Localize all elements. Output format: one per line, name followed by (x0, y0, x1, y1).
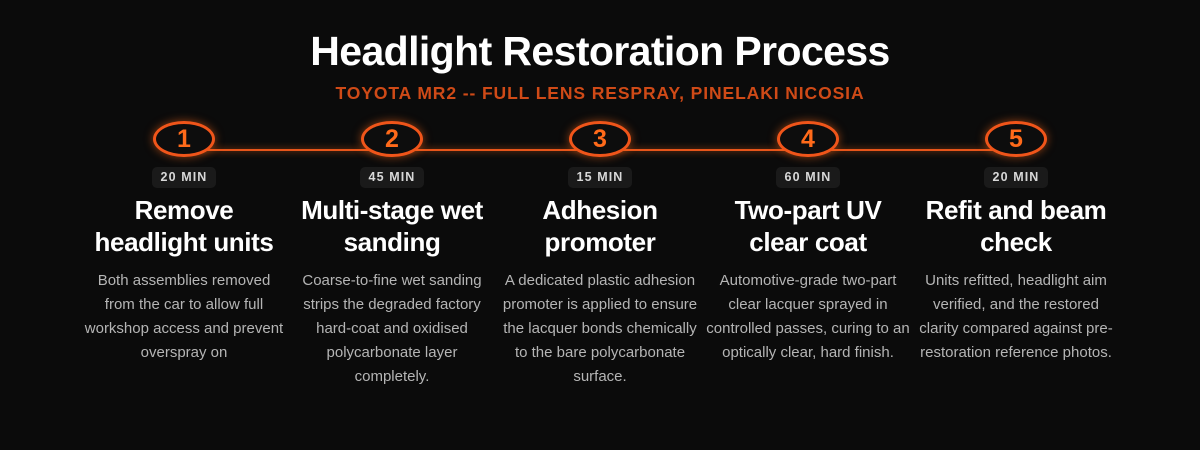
page-subtitle: TOYOTA MR2 -- FULL LENS RESPRAY, PINELAK… (335, 83, 865, 103)
timeline-marker-5[interactable]: 5 20 MIN (913, 121, 1119, 188)
steps-list: Remove headlight units Both assemblies r… (0, 194, 1200, 389)
timeline: 1 20 MIN 2 45 MIN 3 15 MIN 4 6 (0, 121, 1200, 188)
step-card-1: Remove headlight units Both assemblies r… (81, 194, 287, 389)
timeline-markers: 1 20 MIN 2 45 MIN 3 15 MIN 4 6 (81, 121, 1119, 188)
duration-badge: 20 MIN (983, 167, 1049, 188)
timeline-marker-3[interactable]: 3 15 MIN (497, 121, 703, 188)
header: Headlight Restoration Process TOYOTA MR2… (0, 0, 1200, 104)
timeline-marker-2[interactable]: 2 45 MIN (289, 121, 495, 188)
step-description: Automotive-grade two-part clear lacquer … (706, 272, 910, 361)
step-description: Both assemblies removed from the car to … (84, 272, 284, 361)
duration-badge: 45 MIN (359, 167, 425, 188)
timeline-marker-1[interactable]: 1 20 MIN (81, 121, 287, 188)
duration-badge: 15 MIN (567, 167, 633, 188)
step-number-label: 4 (801, 124, 815, 153)
step-number-label: 2 (385, 124, 399, 153)
step-card-4: Two-part UV clear coat Automotive-grade … (705, 194, 911, 389)
step-number-bubble: 1 (153, 121, 215, 157)
step-card-5: Refit and beam check Units refitted, hea… (913, 194, 1119, 389)
duration-badge: 20 MIN (151, 167, 217, 188)
step-heading: Two-part UV clear coat (734, 195, 882, 257)
step-description: A dedicated plastic adhesion promoter is… (502, 272, 698, 385)
step-heading: Adhesion promoter (542, 195, 658, 257)
step-number-bubble: 3 (569, 121, 631, 157)
step-number-label: 5 (1009, 124, 1023, 153)
duration-badge: 60 MIN (775, 167, 841, 188)
step-number-bubble: 5 (985, 121, 1047, 157)
step-heading: Refit and beam check (925, 195, 1107, 257)
step-number-bubble: 2 (361, 121, 423, 157)
step-card-3: Adhesion promoter A dedicated plastic ad… (497, 194, 703, 389)
step-number-label: 1 (177, 124, 191, 153)
step-description: Units refitted, headlight aim verified, … (919, 272, 1113, 361)
step-card-2: Multi-stage wet sanding Coarse-to-fine w… (289, 194, 495, 389)
page-title: Headlight Restoration Process (310, 28, 890, 74)
step-number-bubble: 4 (777, 121, 839, 157)
step-number-label: 3 (593, 124, 607, 153)
step-heading: Multi-stage wet sanding (301, 195, 483, 257)
step-heading: Remove headlight units (94, 195, 274, 257)
timeline-marker-4[interactable]: 4 60 MIN (705, 121, 911, 188)
step-description: Coarse-to-fine wet sanding strips the de… (302, 272, 482, 385)
